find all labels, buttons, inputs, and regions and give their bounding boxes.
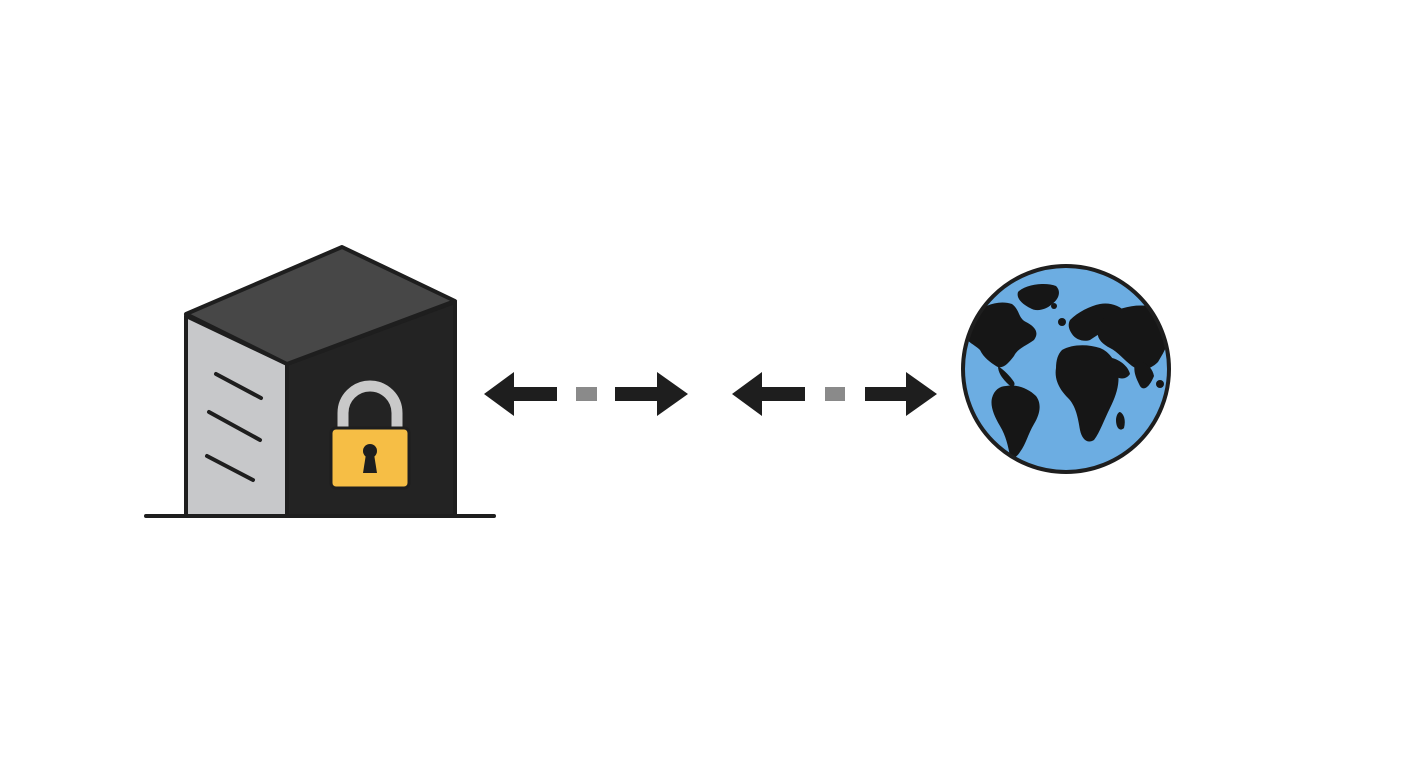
globe-land-madagascar xyxy=(1116,412,1125,430)
arrow-right-head xyxy=(657,372,688,416)
globe-land-north-america xyxy=(964,302,1037,368)
globe-land-island xyxy=(1058,318,1066,326)
globe-land-greenland xyxy=(1017,284,1059,311)
arrow-right-shaft xyxy=(865,387,909,401)
globe-land-island xyxy=(1156,380,1164,388)
locked-building-icon xyxy=(184,245,457,518)
building-roof xyxy=(184,245,457,366)
bidirectional-dashed-arrow-icon xyxy=(484,372,688,416)
bidirectional-dashed-arrow-icon xyxy=(732,372,937,416)
globe-icon xyxy=(961,264,1171,474)
globe-land-africa xyxy=(1055,345,1119,442)
building-window-line xyxy=(214,372,263,400)
arrow-left-shaft xyxy=(760,387,805,401)
arrow-middle-dash xyxy=(576,387,597,401)
globe-land-central-america xyxy=(998,366,1015,387)
globe-outline xyxy=(961,264,1171,474)
building-window-line xyxy=(207,410,262,442)
padlock-icon xyxy=(329,380,411,490)
globe-land-island xyxy=(1051,303,1057,309)
globe-land-india xyxy=(1134,360,1154,389)
arrow-right-head xyxy=(906,372,937,416)
building-window-line xyxy=(205,454,255,482)
arrow-middle-dash xyxy=(825,387,845,401)
padlock-keyhole-slot xyxy=(363,454,377,473)
arrow-left-head xyxy=(484,372,514,416)
arrow-right-shaft xyxy=(615,387,659,401)
arrow-left-shaft xyxy=(512,387,557,401)
padlock-shackle xyxy=(337,380,403,429)
globe-land-asia xyxy=(1097,305,1169,370)
globe-land-south-america xyxy=(991,385,1040,459)
arrow-left-head xyxy=(732,372,762,416)
